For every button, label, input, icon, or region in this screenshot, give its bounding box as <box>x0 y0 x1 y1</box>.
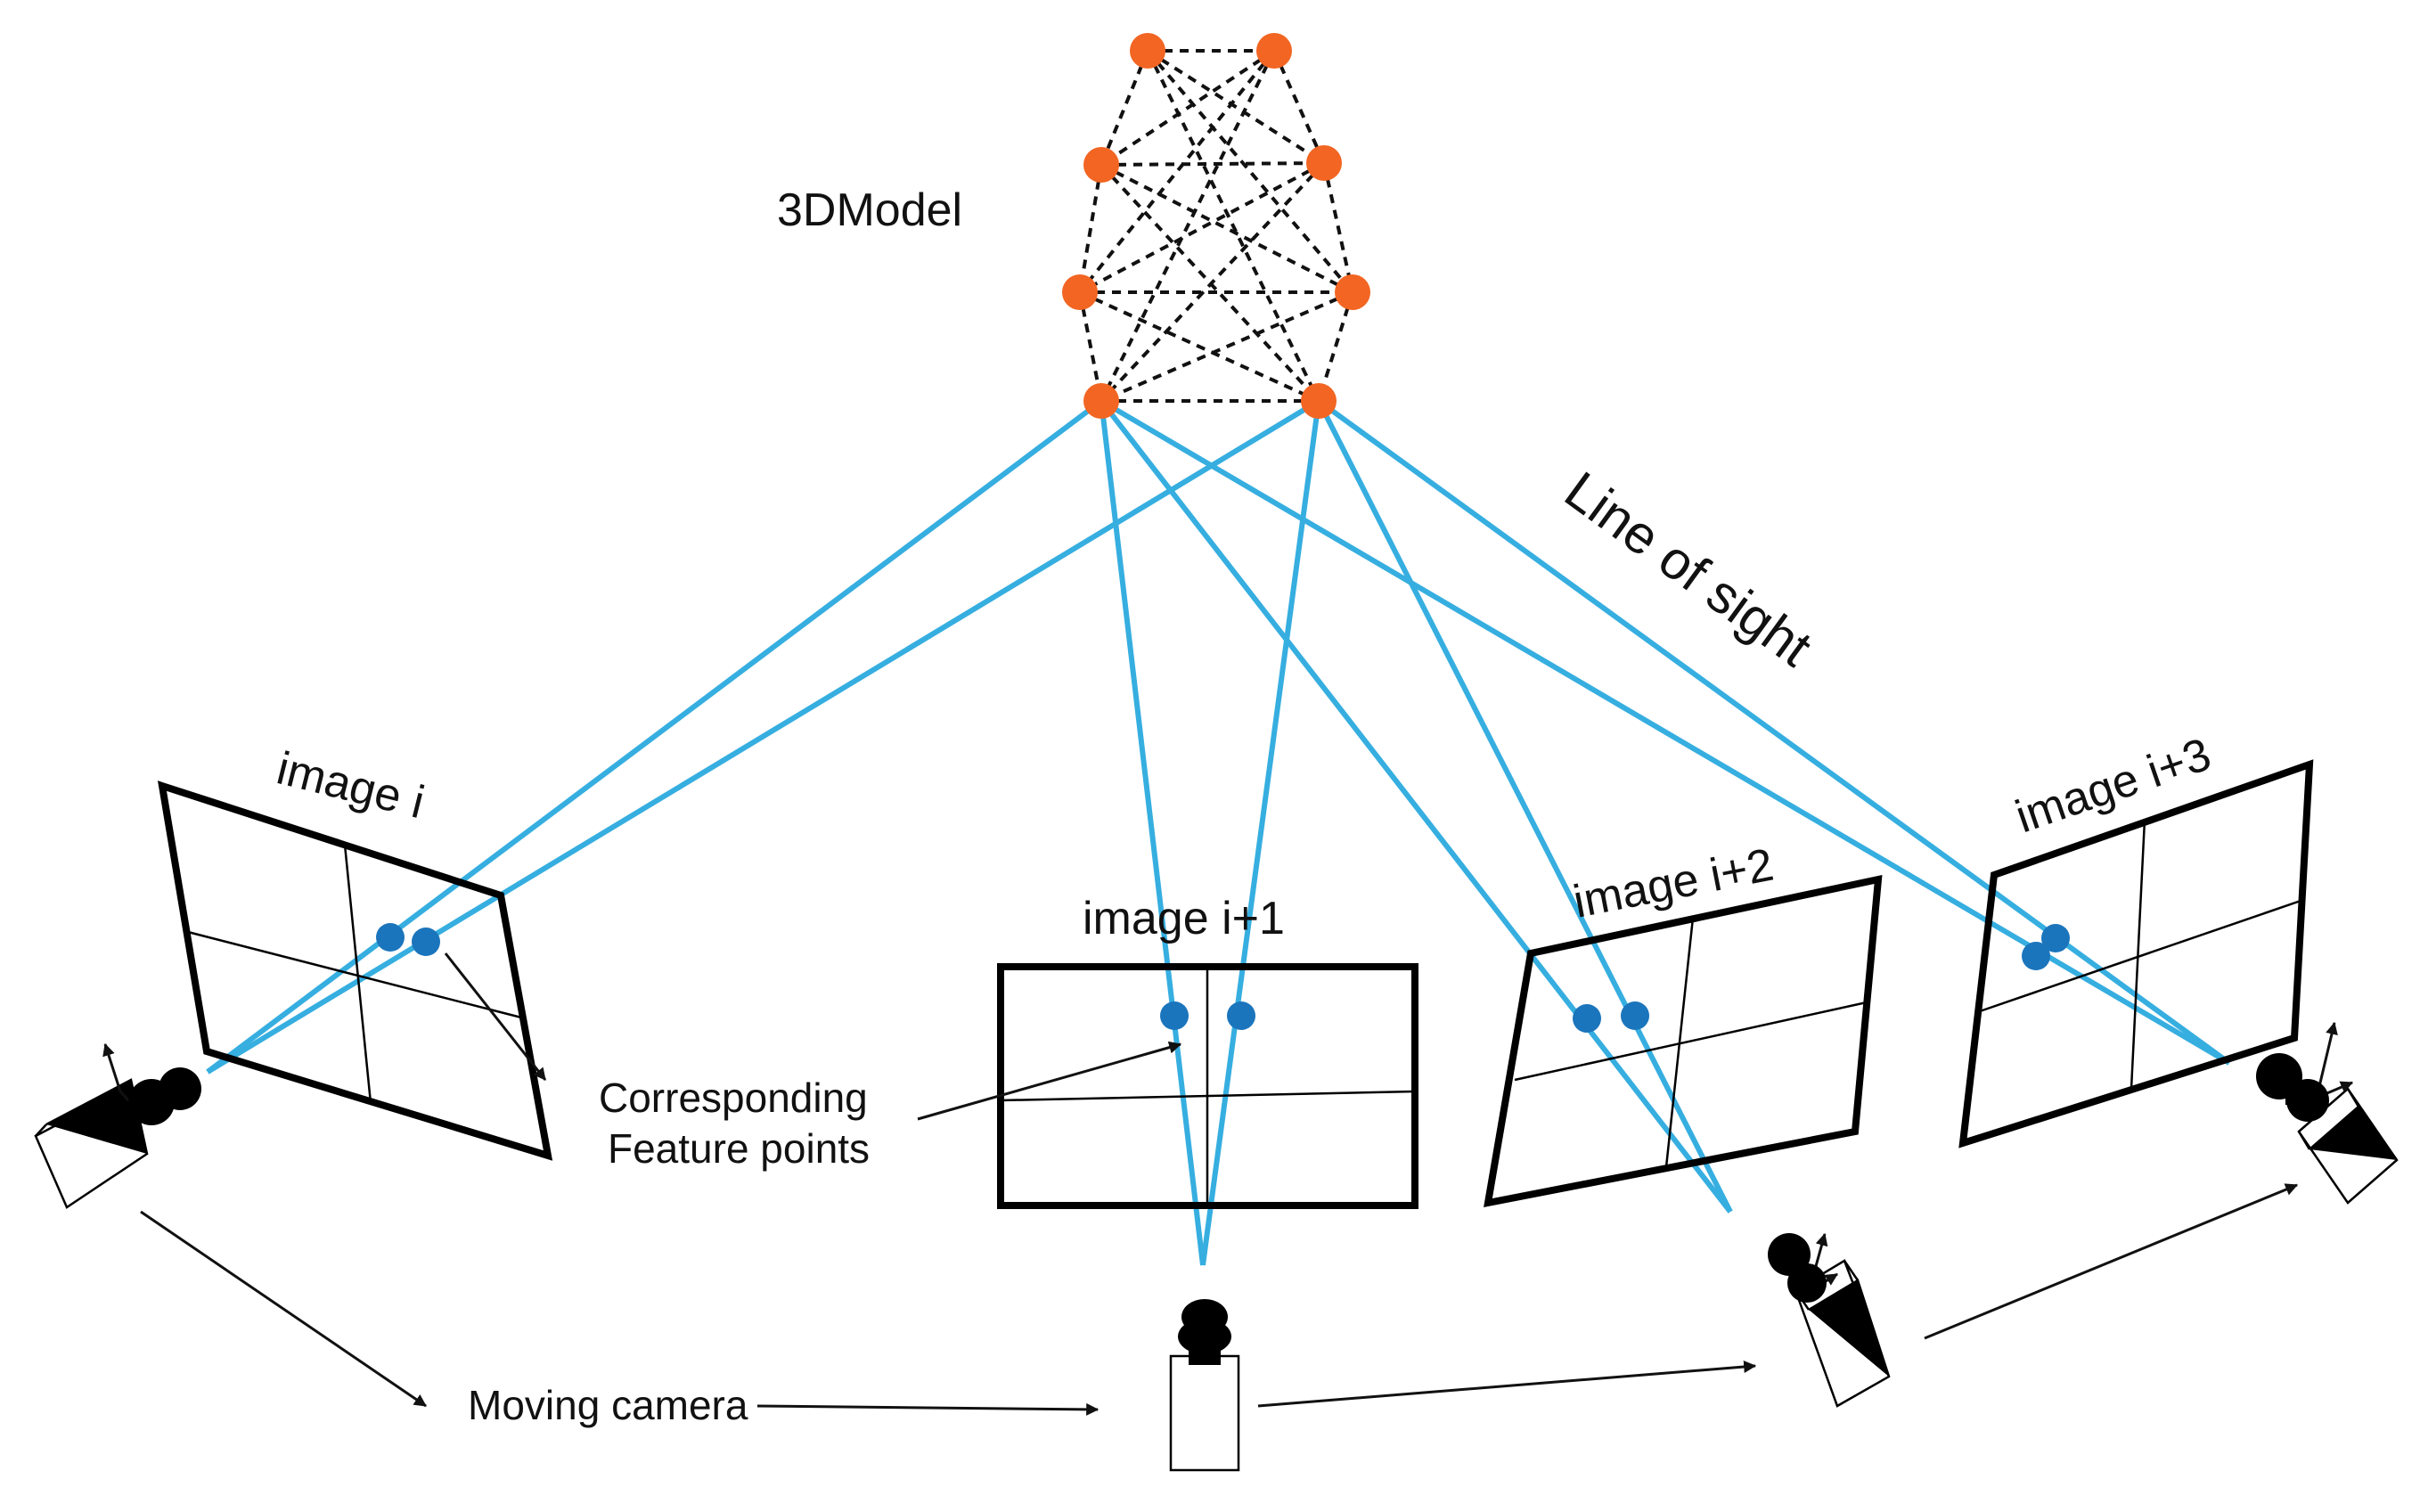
corresponding-label-line1: Corresponding <box>599 1075 868 1121</box>
model-vertex <box>1301 383 1337 419</box>
feature-point <box>1621 1001 1649 1030</box>
camera-i <box>34 1042 201 1209</box>
feature-points <box>376 923 2070 1033</box>
moving-camera-label: Moving camera <box>468 1382 748 1428</box>
image-plane-i2 <box>1484 874 1883 1208</box>
model-vertex <box>1130 33 1165 69</box>
model-vertex <box>1256 33 1292 69</box>
model-vertex <box>1306 145 1342 181</box>
image-plane-i <box>157 781 553 1161</box>
feature-point <box>1160 1001 1189 1030</box>
model-vertex <box>1083 383 1119 419</box>
image-i-label: image i <box>272 742 429 829</box>
model-vertices <box>1062 33 1370 419</box>
camera-i2 <box>1768 1232 1891 1408</box>
image-i2-label: image i+2 <box>1569 839 1778 928</box>
image-i1-label: image i+1 <box>1083 893 1285 944</box>
model-vertex <box>1335 274 1370 310</box>
corresponding-label-line2: Feature points <box>608 1125 870 1172</box>
camera-i1 <box>1169 1299 1240 1472</box>
moving-camera-arrows <box>140 1183 2299 1416</box>
model-label: 3DModel <box>777 184 962 236</box>
feature-point <box>412 928 440 956</box>
image-plane-i1 <box>997 963 1418 1209</box>
feature-point <box>2041 924 2070 952</box>
camera-i3 <box>2256 1021 2399 1205</box>
model-vertex <box>1083 147 1119 183</box>
line-of-sight-label: Line of sight <box>1554 460 1822 678</box>
image-i3-label: image i+3 <box>2009 729 2217 844</box>
model-mesh <box>1078 49 1354 403</box>
lines-of-sight <box>206 398 2231 1266</box>
feature-point <box>1573 1004 1601 1033</box>
corresponding-arrows <box>444 952 1182 1121</box>
image-plane-i3 <box>1958 759 2314 1148</box>
feature-point <box>376 923 405 952</box>
feature-point <box>2022 942 2050 970</box>
feature-point <box>1227 1001 1255 1030</box>
model-vertex <box>1062 274 1098 310</box>
